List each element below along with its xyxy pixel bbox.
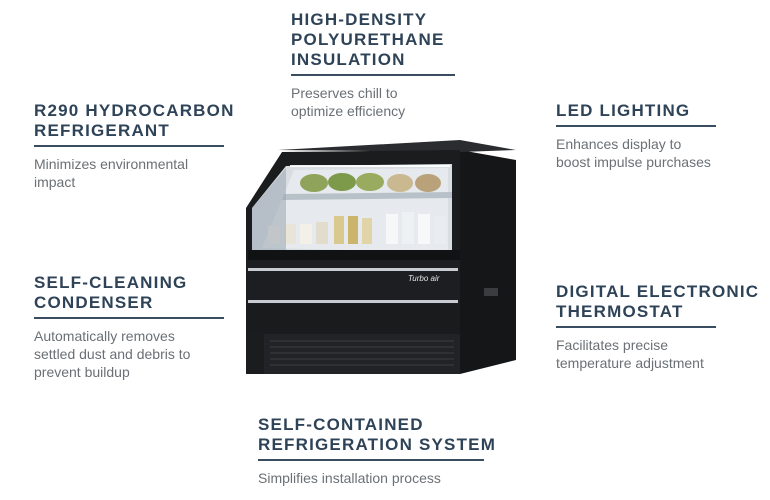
led-light-bar bbox=[290, 165, 450, 167]
feature-title: R290 HYDROCARBON REFRIGERANT bbox=[34, 101, 235, 141]
feature-title-line: REFRIGERANT bbox=[34, 121, 170, 140]
front-panel-upper bbox=[246, 260, 460, 304]
feature-refrigeration-system: SELF-CONTAINED REFRIGERATION SYSTEM Simp… bbox=[258, 415, 496, 487]
front-rail bbox=[248, 250, 460, 260]
feature-description-line: Preserves chill to bbox=[291, 85, 398, 101]
feature-title-line: THERMOSTAT bbox=[556, 302, 684, 321]
display-shelf bbox=[282, 192, 452, 200]
feature-description: Simplifies installation process bbox=[258, 469, 496, 487]
feature-description: Enhances display to boost impulse purcha… bbox=[556, 135, 716, 171]
product-salad bbox=[415, 174, 441, 192]
feature-description-line: settled dust and debris to bbox=[34, 346, 191, 362]
title-divider bbox=[34, 317, 224, 319]
feature-description-line: optimize efficiency bbox=[291, 103, 406, 119]
feature-title-line: REFRIGERATION SYSTEM bbox=[258, 435, 497, 454]
title-divider bbox=[556, 326, 716, 328]
title-divider bbox=[258, 459, 484, 461]
product-carton bbox=[418, 214, 430, 244]
product-carton bbox=[386, 214, 398, 244]
title-divider bbox=[291, 74, 455, 76]
product-cup bbox=[316, 222, 328, 244]
feature-title-line: LED LIGHTING bbox=[556, 101, 691, 120]
feature-condenser: SELF-CLEANING CONDENSER Automatically re… bbox=[34, 273, 224, 381]
feature-description: Automatically removes settled dust and d… bbox=[34, 327, 224, 381]
feature-title: DIGITAL ELECTRONIC THERMOSTAT bbox=[556, 282, 759, 322]
cabinet-side-panel bbox=[460, 150, 516, 374]
feature-description-line: temperature adjustment bbox=[556, 355, 704, 371]
feature-title-line: SELF-CLEANING bbox=[34, 273, 188, 292]
product-carton bbox=[402, 212, 414, 244]
chrome-trim bbox=[248, 268, 458, 271]
product-carton bbox=[434, 216, 446, 244]
product-bottle bbox=[334, 216, 344, 244]
feature-title-line: R290 HYDROCARBON bbox=[34, 101, 235, 120]
feature-title-line: INSULATION bbox=[291, 50, 406, 69]
product-bottle bbox=[362, 218, 372, 244]
feature-description-line: impact bbox=[34, 174, 76, 190]
feature-thermostat: DIGITAL ELECTRONIC THERMOSTAT Facilitate… bbox=[556, 282, 759, 372]
feature-description-line: prevent buildup bbox=[34, 364, 130, 380]
title-divider bbox=[34, 145, 224, 147]
feature-description-line: Facilitates precise bbox=[556, 337, 669, 353]
feature-title-line: SELF-CONTAINED bbox=[258, 415, 424, 434]
feature-description-line: Simplifies installation process bbox=[258, 470, 441, 486]
feature-title-line: HIGH-DENSITY bbox=[291, 10, 428, 29]
feature-refrigerant: R290 HYDROCARBON REFRIGERANT Minimizes e… bbox=[34, 101, 235, 191]
product-salad bbox=[387, 174, 413, 192]
feature-description-line: Automatically removes bbox=[34, 328, 175, 344]
product-cup bbox=[284, 224, 296, 244]
feature-title: HIGH-DENSITY POLYURETHANE INSULATION bbox=[291, 10, 455, 70]
feature-description: Preserves chill to optimize efficiency bbox=[291, 84, 455, 120]
feature-description-line: boost impulse purchases bbox=[556, 154, 711, 170]
product-cup bbox=[300, 224, 312, 244]
brand-logo: Turbo air bbox=[408, 274, 440, 283]
front-panel-lower bbox=[246, 304, 460, 334]
cabinet-top bbox=[278, 140, 516, 152]
thermostat-display bbox=[484, 288, 498, 296]
feature-led-lighting: LED LIGHTING Enhances display to boost i… bbox=[556, 101, 716, 171]
vent-slats bbox=[270, 340, 454, 366]
feature-description-line: Minimizes environmental bbox=[34, 156, 189, 172]
product-salad bbox=[300, 174, 328, 192]
feature-title: SELF-CLEANING CONDENSER bbox=[34, 273, 224, 313]
feature-title: SELF-CONTAINED REFRIGERATION SYSTEM bbox=[258, 415, 496, 455]
feature-title: LED LIGHTING bbox=[556, 101, 716, 121]
title-divider bbox=[556, 125, 716, 127]
feature-title-line: DIGITAL ELECTRONIC bbox=[556, 282, 760, 301]
product-bottle bbox=[348, 216, 358, 244]
feature-title-line: CONDENSER bbox=[34, 293, 154, 312]
feature-description: Facilitates precise temperature adjustme… bbox=[556, 336, 759, 372]
glass-side-panel bbox=[252, 168, 286, 250]
refrigerated-merchandiser-image: Turbo air bbox=[246, 140, 516, 374]
chrome-trim bbox=[248, 300, 458, 303]
feature-title-line: POLYURETHANE bbox=[291, 30, 445, 49]
product-salad bbox=[328, 173, 356, 191]
feature-insulation: HIGH-DENSITY POLYURETHANE INSULATION Pre… bbox=[291, 10, 455, 120]
product-salad bbox=[356, 173, 384, 191]
feature-description: Minimizes environmental impact bbox=[34, 155, 235, 191]
feature-description-line: Enhances display to bbox=[556, 136, 682, 152]
